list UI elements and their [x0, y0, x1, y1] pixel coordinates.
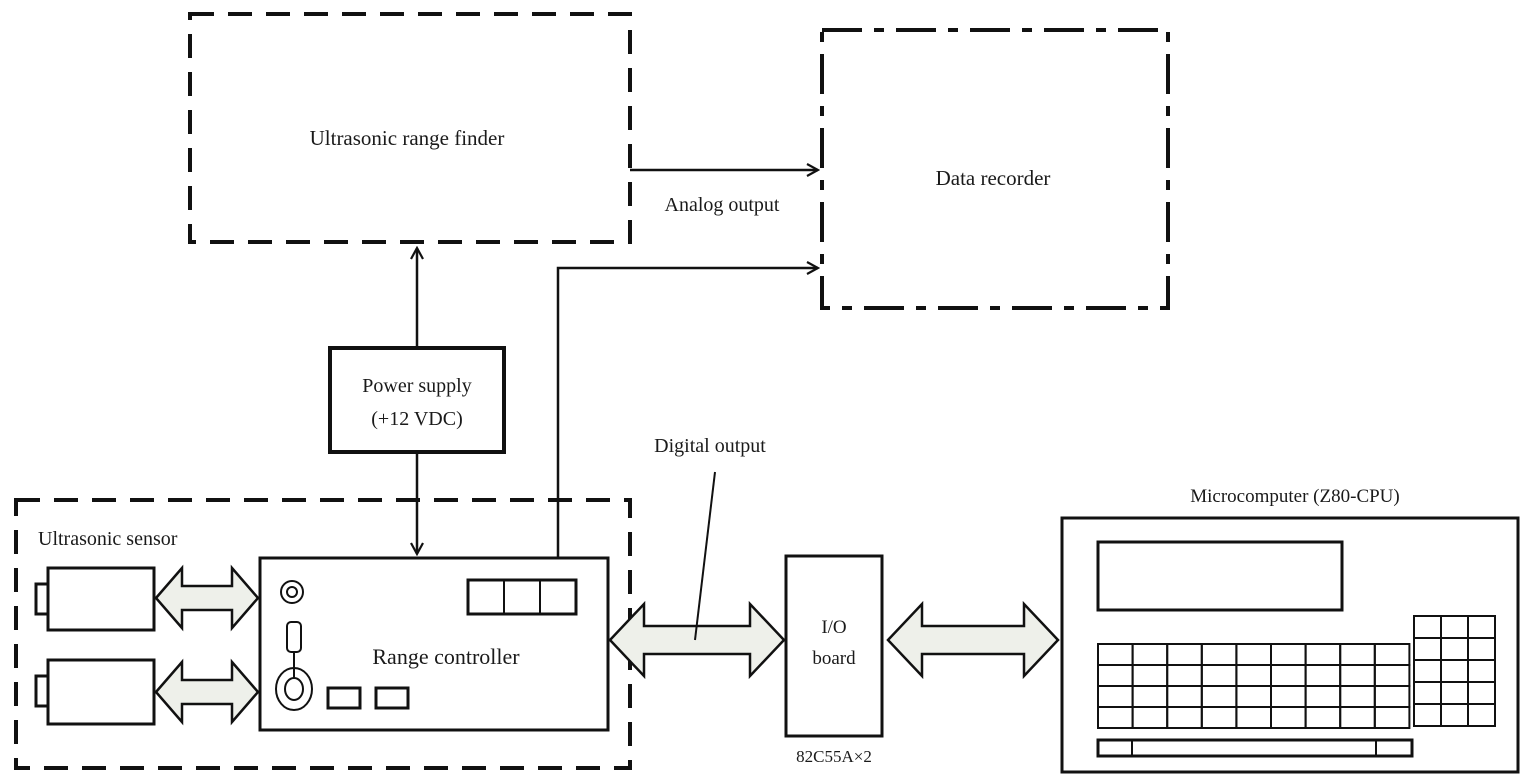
- digital-output-connection: Digital output: [608, 435, 786, 680]
- io-board-label: I/O: [821, 617, 846, 638]
- keyboard-key: [1097, 685, 1134, 708]
- keyboard-key: [1200, 685, 1238, 708]
- io-microcomputer-double-arrow: [886, 600, 1060, 680]
- keyboard-key: [1304, 706, 1342, 729]
- analog-output-label: Analog output: [665, 194, 780, 216]
- keyboard-key: [1097, 643, 1134, 666]
- power-supply-voltage-label: (+12 VDC): [371, 408, 462, 430]
- data-recorder-label: Data recorder: [936, 166, 1051, 190]
- keyboard-key: [1200, 643, 1238, 666]
- keyboard-key: [1166, 706, 1203, 729]
- range-controller-label: Range controller: [372, 644, 520, 669]
- keyboard-key: [1200, 664, 1238, 687]
- power-supply-label: Power supply: [362, 375, 471, 397]
- keyboard-key: [1440, 637, 1469, 661]
- keyboard-key: [1200, 706, 1238, 729]
- ultrasonic-sensor-label: Ultrasonic sensor: [38, 528, 178, 550]
- microcomputer-keyboard: [1097, 615, 1496, 729]
- controller-button-1: [326, 686, 362, 710]
- keyboard-key: [1131, 664, 1169, 687]
- ultrasonic-sensor-group: Ultrasonic sensor: [14, 498, 632, 770]
- keyboard-key: [1166, 664, 1203, 687]
- microcomputer-block: Microcomputer (Z80-CPU): [1060, 486, 1520, 774]
- keyboard-key: [1413, 659, 1442, 683]
- keyboard-key: [1440, 703, 1469, 727]
- range-controller-display: [466, 578, 578, 616]
- keyboard-key: [1413, 637, 1442, 661]
- keyboard-key: [1373, 706, 1411, 729]
- io-chip-label: 82C55A×2: [796, 747, 872, 766]
- range-controller-block: Range controller: [258, 556, 610, 732]
- keyboard-key: [1235, 664, 1273, 687]
- analog-output-connection: Analog output: [630, 170, 818, 216]
- controller-io-double-arrow: [608, 600, 786, 680]
- keyboard-key: [1339, 664, 1376, 687]
- keyboard-key: [1413, 615, 1442, 639]
- power-supply-block: Power supply (+12 VDC): [328, 346, 506, 454]
- digital-output-leader-line: [694, 471, 716, 641]
- ultrasonic-range-finder-block: Ultrasonic range finder: [188, 12, 632, 244]
- sensor-2-double-arrow: [154, 658, 260, 726]
- joystick-icon: [275, 621, 313, 711]
- keyboard-key: [1440, 615, 1469, 639]
- keyboard-key: [1467, 637, 1496, 661]
- sensor-1-double-arrow: [154, 564, 260, 632]
- keyboard-key: [1270, 685, 1307, 708]
- keyboard-key: [1467, 659, 1496, 683]
- keyboard-key: [1467, 681, 1496, 705]
- keyboard-key: [1440, 681, 1469, 705]
- keyboard-key: [1131, 706, 1169, 729]
- microcomputer-label: Microcomputer (Z80-CPU): [1190, 486, 1399, 507]
- keyboard-key: [1339, 706, 1376, 729]
- keyboard-key: [1339, 643, 1376, 666]
- controller-button-2: [374, 686, 410, 710]
- keyboard-key: [1097, 664, 1134, 687]
- keyboard-key: [1166, 643, 1203, 666]
- keyboard-key: [1166, 685, 1203, 708]
- ultrasonic-sensor-2: [34, 658, 156, 726]
- keyboard-key: [1270, 706, 1307, 729]
- io-board-block: I/O board 82C55A×2: [784, 554, 884, 766]
- keyboard-key: [1339, 685, 1376, 708]
- keyboard-key: [1270, 664, 1307, 687]
- microcomputer-screen: [1096, 540, 1344, 612]
- keyboard-key: [1467, 615, 1496, 639]
- keyboard-key: [1373, 685, 1411, 708]
- ultrasonic-sensor-1: [34, 566, 156, 632]
- keyboard-key: [1235, 706, 1273, 729]
- keyboard-key: [1235, 643, 1273, 666]
- keyboard-key: [1413, 681, 1442, 705]
- digital-output-label: Digital output: [654, 435, 766, 457]
- keyboard-key: [1440, 659, 1469, 683]
- keyboard-key: [1413, 703, 1442, 727]
- io-board-label-2: board: [812, 648, 856, 669]
- keyboard-key: [1467, 703, 1496, 727]
- keyboard-key: [1373, 643, 1411, 666]
- keyboard-key: [1097, 706, 1134, 729]
- keyboard-key: [1373, 664, 1411, 687]
- keyboard-key: [1131, 643, 1169, 666]
- keyboard-key: [1270, 643, 1307, 666]
- keyboard-key: [1235, 685, 1273, 708]
- ultrasonic-range-finder-label: Ultrasonic range finder: [310, 126, 505, 150]
- keyboard-key: [1304, 643, 1342, 666]
- keyboard-key: [1304, 664, 1342, 687]
- data-recorder-block: Data recorder: [820, 28, 1170, 310]
- keyboard-key: [1131, 685, 1169, 708]
- controller-to-recorder-connection: [556, 268, 818, 558]
- keyboard-key: [1304, 685, 1342, 708]
- microcomputer-spacebar: [1096, 738, 1414, 758]
